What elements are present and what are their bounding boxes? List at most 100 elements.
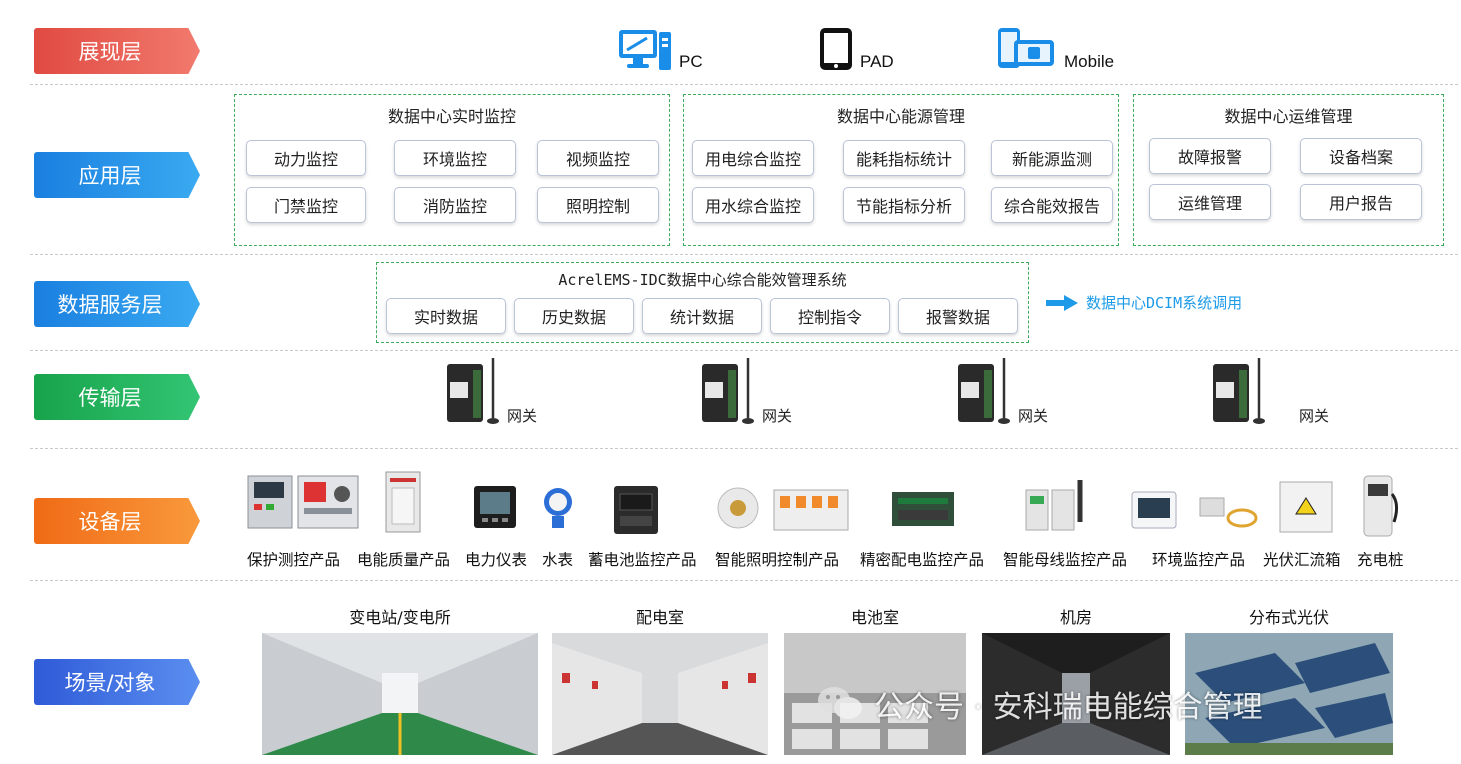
data-service-title: AcrelEMS-IDC数据中心综合能效管理系统 xyxy=(558,271,847,289)
app-item[interactable]: 用电综合监控 xyxy=(692,140,814,176)
gateway-label: 网关 xyxy=(762,407,793,425)
environment-monitor-image xyxy=(1131,491,1258,529)
dcim-call: 数据中心DCIM系统调用 xyxy=(1046,292,1242,313)
app-item[interactable]: 动力监控 xyxy=(246,140,366,176)
group-title: 数据中心运维管理 xyxy=(1224,107,1353,126)
gateway: 网关 xyxy=(700,356,792,426)
app-item[interactable]: 环境监控 xyxy=(394,140,516,176)
app-item[interactable]: 运维管理 xyxy=(1149,184,1271,220)
app-item[interactable]: 节能指标分析 xyxy=(843,187,965,223)
charging-pile-image xyxy=(1363,475,1399,537)
app-item[interactable]: 用水综合监控 xyxy=(692,187,814,223)
device-label: 电力仪表 xyxy=(465,551,528,569)
machine-room-image xyxy=(982,633,1170,755)
gateway-icon xyxy=(702,358,754,424)
device-label: 充电桩 xyxy=(1357,551,1404,569)
data-item[interactable]: 控制指令 xyxy=(770,298,890,334)
protection-device-image xyxy=(247,475,359,529)
scene-label: 机房 xyxy=(1059,608,1092,627)
data-item[interactable]: 历史数据 xyxy=(514,298,634,334)
device-label: 精密配电监控产品 xyxy=(860,551,985,569)
busbar-monitor-image xyxy=(1025,480,1083,531)
precision-distribution-image xyxy=(892,492,954,526)
scene-label: 配电室 xyxy=(635,608,684,627)
device-pad: PAD xyxy=(818,26,894,72)
dcim-label: 数据中心DCIM系统调用 xyxy=(1086,294,1243,312)
lighting-control-image xyxy=(717,487,849,531)
scene-label: 分布式光伏 xyxy=(1248,608,1329,627)
app-group-energy: 数据中心能源管理 用电综合监控 能耗指标统计 新能源监测 用水综合监控 节能指标… xyxy=(683,94,1119,246)
power-quality-device-image xyxy=(385,471,421,533)
layer-label: 展现层 xyxy=(78,40,142,64)
app-item[interactable]: 能耗指标统计 xyxy=(843,140,965,176)
layer-label: 设备层 xyxy=(78,510,142,534)
layer-tag-application: 应用层 xyxy=(34,152,200,198)
distributed-pv-image xyxy=(1185,633,1393,755)
layer-label: 应用层 xyxy=(78,164,142,188)
app-item[interactable]: 设备档案 xyxy=(1300,138,1422,174)
device-label: 水表 xyxy=(542,551,574,569)
layer-tag-scene: 场景/对象 xyxy=(34,659,200,705)
device-label: 保护测控产品 xyxy=(247,551,341,569)
pad-label: PAD xyxy=(860,52,894,71)
divider xyxy=(30,254,1458,255)
gateway: 网关 xyxy=(445,356,537,426)
app-item[interactable]: 消防监控 xyxy=(394,187,516,223)
battery-monitor-image xyxy=(614,486,658,534)
scene-label: 变电站/变电所 xyxy=(349,608,451,627)
gateway-icon xyxy=(447,358,499,424)
device-pc: PC xyxy=(617,28,703,72)
layer-tag-device: 设备层 xyxy=(34,498,200,544)
device-mobile: Mobile xyxy=(996,26,1114,72)
app-group-realtime: 数据中心实时监控 动力监控 环境监控 视频监控 门禁监控 消防监控 照明控制 xyxy=(234,94,670,246)
layer-tag-presentation: 展现层 xyxy=(34,28,200,74)
gateway-icon xyxy=(958,358,1010,424)
data-item[interactable]: 实时数据 xyxy=(386,298,506,334)
gateway-icon xyxy=(1213,358,1265,424)
wechat-icon xyxy=(818,687,862,719)
divider xyxy=(30,84,1458,85)
app-item[interactable]: 故障报警 xyxy=(1149,138,1271,174)
pv-combiner-image xyxy=(1279,481,1333,533)
pc-label: PC xyxy=(679,52,703,71)
device-label: 智能母线监控产品 xyxy=(1003,551,1128,569)
data-item[interactable]: 统计数据 xyxy=(642,298,762,334)
layer-label: 数据服务层 xyxy=(57,293,163,317)
device-label: 蓄电池监控产品 xyxy=(588,551,697,569)
watermark: 公众号 · 安科瑞电能综合管理 xyxy=(816,682,1263,726)
app-item[interactable]: 视频监控 xyxy=(537,140,659,176)
battery-room-image xyxy=(784,633,966,755)
tablet-icon xyxy=(820,28,852,70)
gateway-label: 网关 xyxy=(1018,407,1049,425)
gateway-label: 网关 xyxy=(507,407,538,425)
layer-label: 传输层 xyxy=(78,386,142,410)
layer-label: 场景/对象 xyxy=(64,671,156,695)
device-label: 光伏汇流箱 xyxy=(1263,551,1341,569)
water-meter-image xyxy=(544,488,572,528)
group-title: 数据中心能源管理 xyxy=(836,107,965,126)
layer-tag-transport: 传输层 xyxy=(34,374,200,420)
watermark-text: 公众号 · 安科瑞电能综合管理 xyxy=(874,690,1263,725)
scene-label: 电池室 xyxy=(850,608,899,627)
app-item[interactable]: 综合能效报告 xyxy=(991,187,1113,223)
device-label: 智能照明控制产品 xyxy=(715,551,840,569)
divider xyxy=(30,448,1458,449)
app-item[interactable]: 照明控制 xyxy=(537,187,659,223)
gateway: 网关 xyxy=(956,356,1048,426)
divider xyxy=(30,350,1458,351)
app-item[interactable]: 用户报告 xyxy=(1300,184,1422,220)
layer-tag-data-service: 数据服务层 xyxy=(34,281,200,327)
app-item[interactable]: 新能源监测 xyxy=(991,140,1113,176)
gateway-label: 网关 xyxy=(1299,407,1330,425)
data-service-group: AcrelEMS-IDC数据中心综合能效管理系统 实时数据 历史数据 统计数据 … xyxy=(376,262,1029,343)
gateway: 网关 xyxy=(1211,356,1329,426)
substation-image xyxy=(262,633,538,755)
app-item[interactable]: 门禁监控 xyxy=(246,187,366,223)
group-title: 数据中心实时监控 xyxy=(387,107,516,126)
power-meter-image xyxy=(474,486,516,528)
divider xyxy=(30,580,1458,581)
device-label: 环境监控产品 xyxy=(1152,551,1246,569)
mobile-label: Mobile xyxy=(1064,52,1115,71)
data-item[interactable]: 报警数据 xyxy=(898,298,1018,334)
device-label: 电能质量产品 xyxy=(357,551,451,569)
